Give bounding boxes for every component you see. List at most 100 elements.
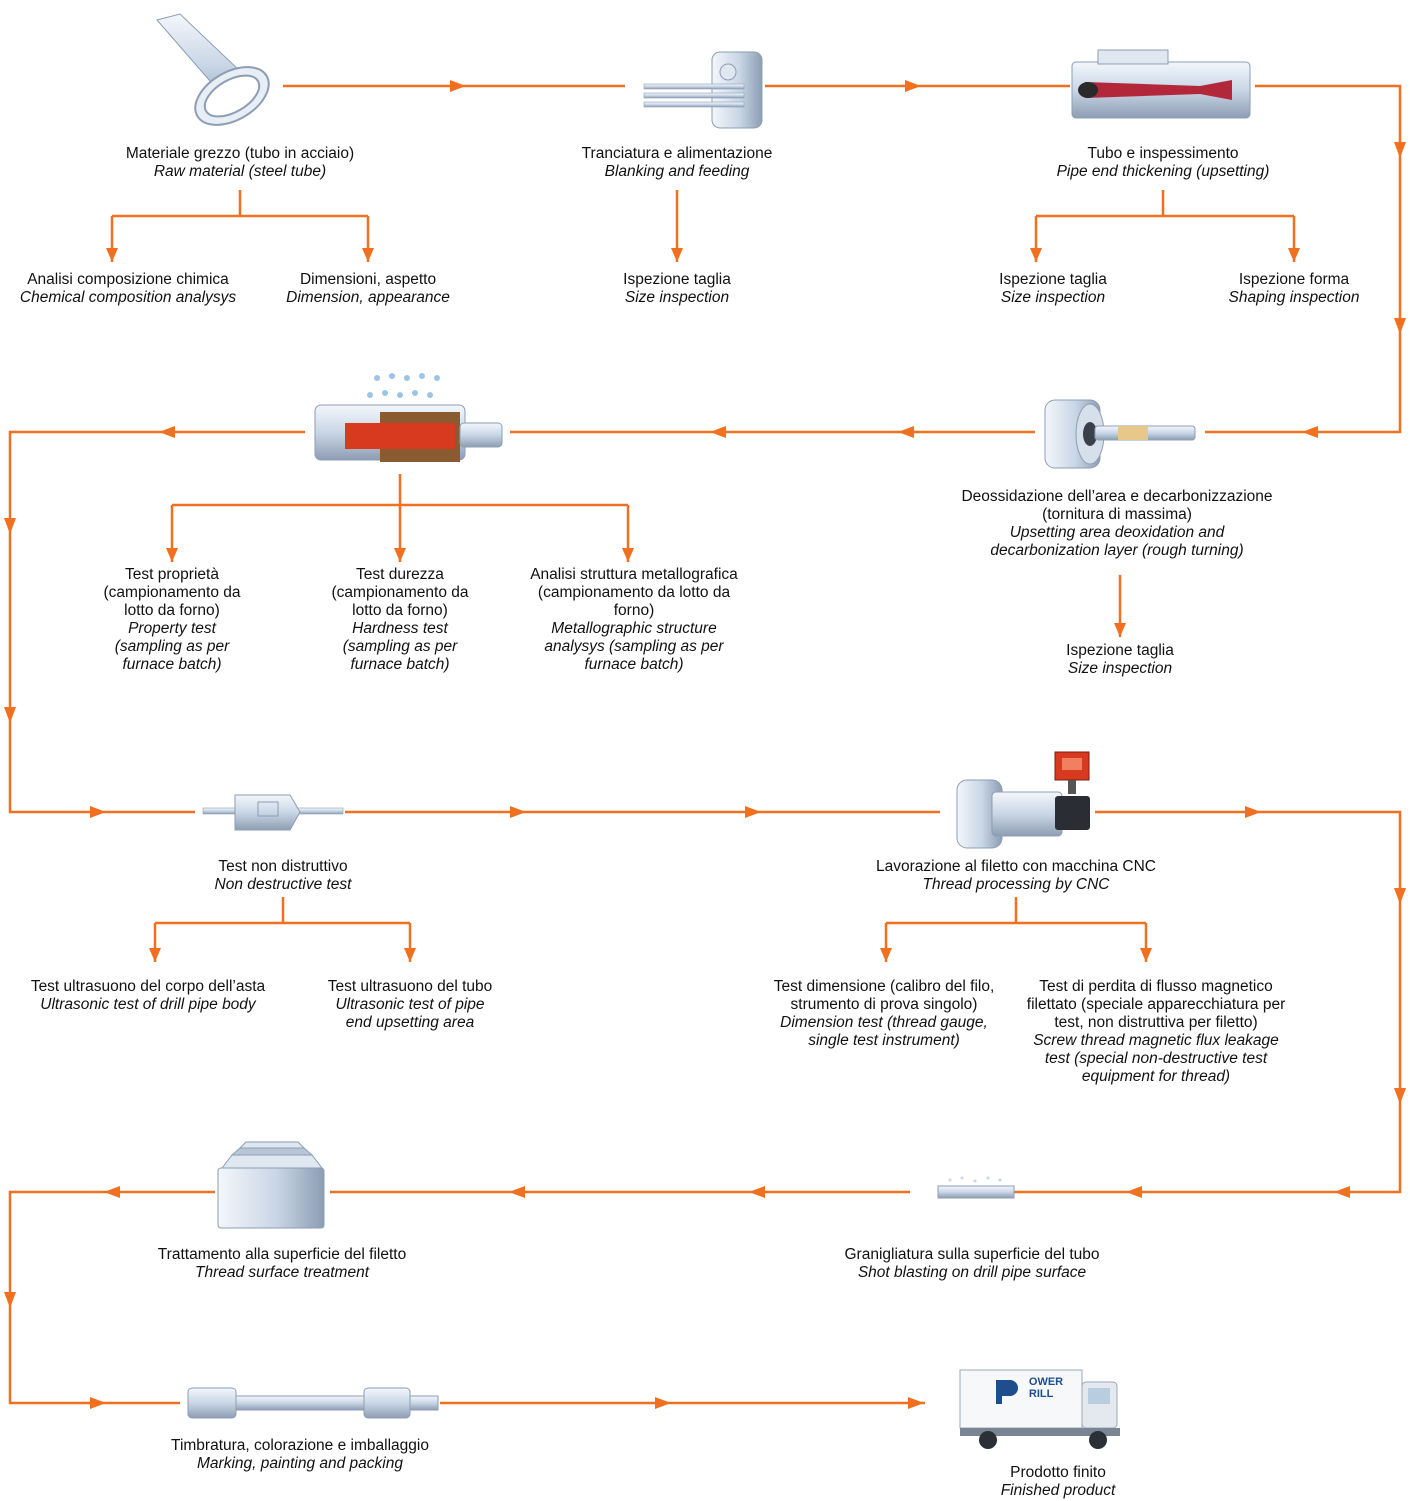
delivery-truck-icon <box>959 1369 1120 1449</box>
label-it: Granigliatura sulla superficie del tubo <box>844 1246 1100 1263</box>
connector-thread-to-row5 <box>8 1190 215 1405</box>
label-it-1: Test di perdita di flusso magnetico <box>1039 978 1273 995</box>
label-it-1: Test durezza <box>356 566 444 583</box>
label-it-3: test, non distruttiva per filetto) <box>1054 1014 1258 1031</box>
label-finished-product: Prodotto finito Finished product <box>1001 1464 1116 1500</box>
label-en-1: Dimension test (thread gauge, <box>780 1014 988 1031</box>
logo-line-2: RILL <box>1028 1388 1054 1400</box>
label-en-1: Upsetting area deoxidation and <box>1009 524 1225 541</box>
label-it: Test ultrasuono del corpo dell’asta <box>30 978 266 995</box>
label-blanking-size: Ispezione taglia Size inspection <box>623 271 731 307</box>
cnc-threading-icon <box>956 751 1090 849</box>
connector-heat-branches <box>170 474 630 562</box>
label-dimension-test: Test dimensione (calibro del filo, strum… <box>774 978 995 1050</box>
label-it: Analisi composizione chimica <box>27 271 229 288</box>
label-en-2: decarbonization layer (rough turning) <box>990 542 1244 559</box>
label-en-1: Property test <box>128 620 216 637</box>
label-en-1: Hardness test <box>352 620 448 637</box>
label-it-3: lotto da forno) <box>352 602 448 619</box>
label-en-2: analysys (sampling as per <box>544 638 724 655</box>
label-marking: Timbratura, colorazione e imballaggio Ma… <box>171 1437 429 1473</box>
label-en: Pipe end thickening (upsetting) <box>1056 163 1270 180</box>
label-en-1: Metallographic structure <box>551 620 717 637</box>
label-en: Raw material (steel tube) <box>153 163 327 180</box>
label-it: Test ultrasuono del tubo <box>327 978 493 995</box>
label-en-3: furnace batch) <box>350 656 450 673</box>
label-en-3: furnace batch) <box>584 656 684 673</box>
label-deox-size: Ispezione taglia Size inspection <box>1066 642 1174 678</box>
label-it-2: filettato (speciale apparecchiatura per <box>1026 996 1286 1013</box>
connector-raw-branches <box>110 190 370 262</box>
label-ut-body: Test ultrasuono del corpo dell’asta Ultr… <box>31 978 265 1014</box>
label-en: Shot blasting on drill pipe surface <box>857 1264 1087 1281</box>
connector-upsetting-branches <box>1034 190 1296 262</box>
label-deoxidation: Deossidazione dell’area e decarbonizzazi… <box>961 488 1272 560</box>
label-en: Finished product <box>1000 1482 1116 1499</box>
label-en-2: (sampling as per <box>342 638 458 655</box>
ndt-icon <box>202 794 344 831</box>
label-it-1: Test proprietà <box>125 566 219 583</box>
label-cnc: Lavorazione al filetto con macchina CNC … <box>876 858 1156 894</box>
label-en: Shaping inspection <box>1228 289 1360 306</box>
label-upsetting: Tubo e inspessimento Pipe end thickening… <box>1057 145 1270 181</box>
connector-cnc-branches <box>884 897 1148 962</box>
label-it-3: lotto da forno) <box>124 602 220 619</box>
heat-treatment-icon <box>314 373 503 462</box>
label-it: Ispezione taglia <box>623 271 731 288</box>
label-it: Test non distruttivo <box>218 858 348 875</box>
label-metallographic: Analisi struttura metallografica (campio… <box>530 566 738 674</box>
label-en: Thread processing by CNC <box>922 876 1110 893</box>
label-property-test: Test proprietà (campionamento da lotto d… <box>104 566 241 674</box>
label-ndt: Test non distruttivo Non destructive tes… <box>215 858 352 894</box>
label-en-3: equipment for thread) <box>1081 1068 1231 1085</box>
label-it: Lavorazione al filetto con macchina CNC <box>876 858 1156 875</box>
label-it: Tranciatura e alimentazione <box>581 145 773 162</box>
connector-ndt-branches <box>153 897 412 962</box>
label-it: Timbratura, colorazione e imballaggio <box>171 1437 429 1454</box>
label-it-2: (tornitura di massima) <box>1042 506 1192 523</box>
label-upset-size: Ispezione taglia Size inspection <box>999 271 1107 307</box>
label-en: Dimension, appearance <box>286 289 450 306</box>
label-shot-blasting: Granigliatura sulla superficie del tubo … <box>844 1246 1099 1282</box>
label-chem-analysis: Analisi composizione chimica Chemical co… <box>20 271 236 307</box>
label-en-3: furnace batch) <box>122 656 222 673</box>
connector-upsetting-to-rowturn <box>1205 84 1402 434</box>
logo-line-1: OWER <box>1028 1376 1064 1388</box>
label-en: Marking, painting and packing <box>197 1455 403 1472</box>
rough-turning-icon <box>1044 399 1196 469</box>
label-it: Materiale grezzo (tubo in acciaio) <box>125 145 355 162</box>
arrow-heads <box>4 80 1406 1409</box>
label-it: Dimensioni, aspetto <box>299 271 437 288</box>
label-en-1: Ultrasonic test of pipe <box>335 996 485 1013</box>
label-it-1: Test dimensione (calibro del filo, <box>773 978 995 995</box>
label-it-2: strumento di prova singolo) <box>790 996 978 1013</box>
label-en: Non destructive test <box>214 876 352 893</box>
label-en-2: end upsetting area <box>345 1014 475 1031</box>
label-flux-test: Test di perdita di flusso magnetico file… <box>1027 978 1285 1086</box>
label-en-1: Screw thread magnetic flux leakage <box>1033 1032 1279 1049</box>
steel-tube-icon <box>156 13 270 126</box>
label-it-2: (campionamento da <box>103 584 241 601</box>
label-it-3: forno) <box>613 602 655 619</box>
label-en: Thread surface treatment <box>194 1264 370 1281</box>
label-it-1: Analisi struttura metallografica <box>530 566 738 583</box>
label-it: Ispezione taglia <box>1066 642 1174 659</box>
label-en: Size inspection <box>1067 660 1173 677</box>
label-raw-material: Materiale grezzo (tubo in acciaio) Raw m… <box>126 145 354 181</box>
label-en-2: (sampling as per <box>114 638 230 655</box>
label-en-2: test (special non-destructive test <box>1044 1050 1268 1067</box>
label-it-1: Deossidazione dell’area e decarbonizzazi… <box>961 488 1273 505</box>
label-it: Ispezione forma <box>1238 271 1350 288</box>
thread-surface-icon <box>217 1141 325 1229</box>
label-en: Ultrasonic test of drill pipe body <box>40 996 256 1013</box>
label-ut-tube: Test ultrasuono del tubo Ultrasonic test… <box>328 978 493 1032</box>
label-it-2: (campionamento da <box>331 584 469 601</box>
truck-logo: OWER RILL <box>1029 1376 1063 1400</box>
label-it: Prodotto finito <box>1010 1464 1106 1481</box>
label-it-2: (campionamento da lotto da <box>537 584 731 601</box>
drill-pipe-icon <box>187 1387 439 1419</box>
label-en: Blanking and feeding <box>604 163 750 180</box>
label-dimension: Dimensioni, aspetto Dimension, appearanc… <box>286 271 450 307</box>
label-it: Trattamento alla superficie del filetto <box>157 1246 407 1263</box>
label-en: Chemical composition analysys <box>19 289 237 306</box>
